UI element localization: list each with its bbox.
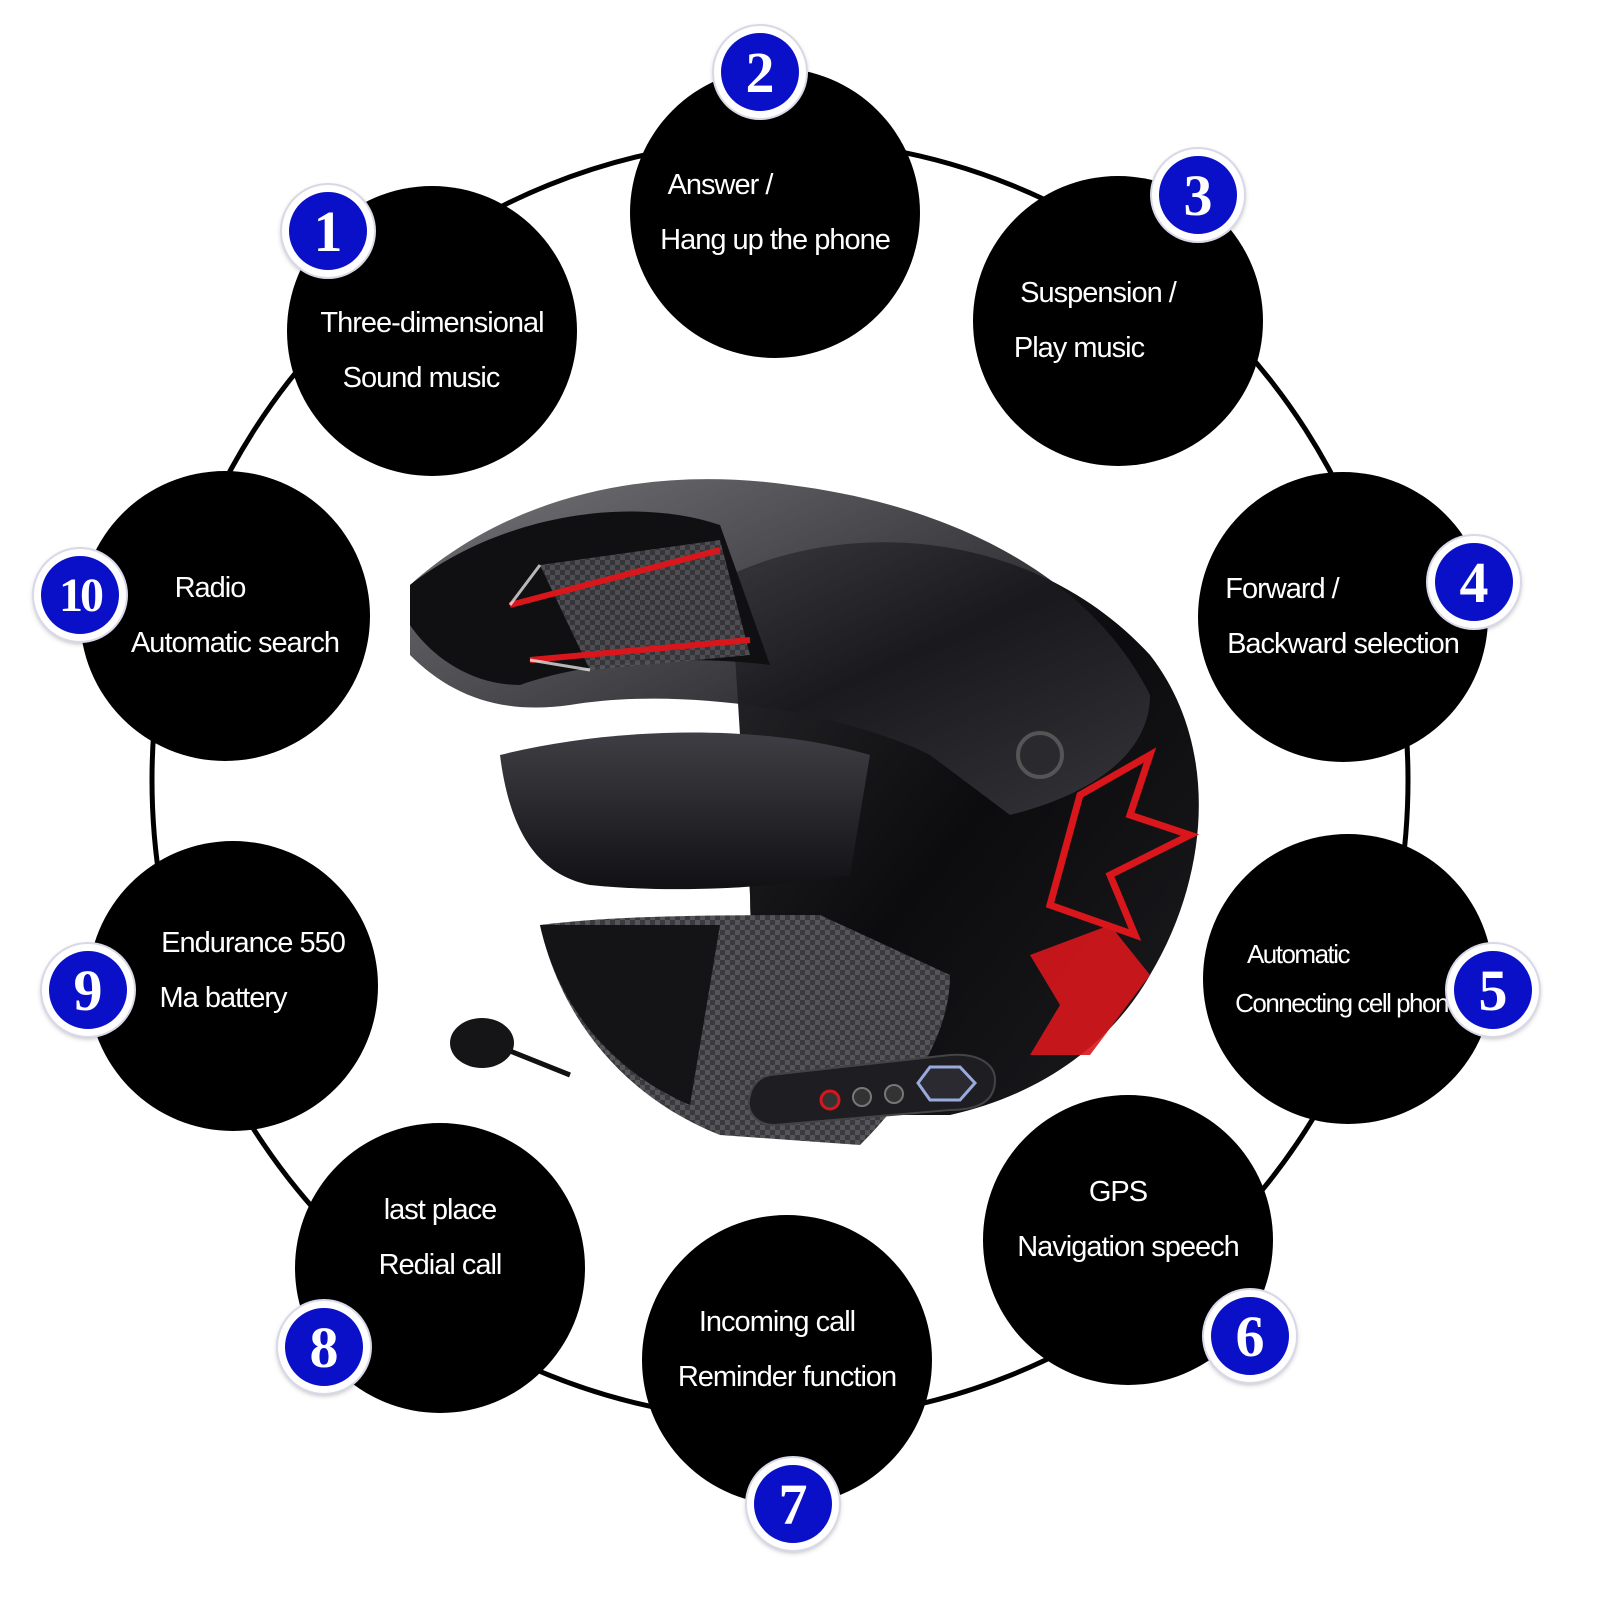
feature-disc: Forward / Backward selection (1198, 472, 1488, 762)
helmet-sun-visor (500, 732, 870, 890)
feature-line-2: Hang up the phone (660, 224, 891, 256)
feature-line-2: Reminder function (677, 1361, 897, 1393)
number-badge-5: 5 (1447, 944, 1539, 1036)
feature-line-1: GPS (1088, 1175, 1148, 1208)
feature-line-1: Suspension / (1020, 276, 1177, 309)
feature-line-1: Endurance 550 (161, 926, 346, 959)
feature-line-1: Forward / (1225, 572, 1339, 605)
feature-disc: Answer / Hang up the phone (630, 68, 920, 358)
feature-disc: Endurance 550 Ma battery (88, 841, 378, 1131)
number-badge-1: 1 (282, 185, 374, 277)
number-badge-9: 9 (42, 944, 134, 1036)
feature-10: Radio Automatic search (80, 471, 370, 761)
feature-5: Automatic Connecting cell phone (1203, 834, 1493, 1124)
feature-line-1: Automatic (1246, 938, 1351, 969)
number-badge-8: 8 (278, 1301, 370, 1393)
feature-line-1: Incoming call (698, 1305, 856, 1338)
helmet-red-graphic (1045, 747, 1200, 941)
helmet-visor-carbon (540, 540, 750, 670)
number-badge-2: 2 (714, 26, 806, 118)
feature-line-1: Answer / (667, 168, 774, 201)
feature-line-2: Ma battery (159, 982, 288, 1014)
helmet-chin-front (540, 925, 720, 1105)
number-badge-10: 10 (34, 549, 126, 641)
feature-disc: Radio Automatic search (80, 471, 370, 761)
feature-1: Three-dimensional Sound music (287, 186, 577, 476)
intercom-power-button (819, 1089, 841, 1111)
helmet-red-number (1030, 925, 1150, 1055)
intercom-plus-button (884, 1084, 904, 1104)
number-badge-4: 4 (1428, 536, 1520, 628)
helmet-visor-pivot (1016, 731, 1064, 779)
intercom-minus-button (852, 1087, 872, 1107)
feature-4: Forward / Backward selection (1198, 472, 1488, 762)
feature-line-2: Connecting cell phone (1235, 988, 1462, 1018)
feature-line-2: Backward selection (1227, 628, 1460, 660)
feature-disc: Three-dimensional Sound music (287, 186, 577, 476)
feature-line-1: Three-dimensional (320, 306, 544, 339)
intercom-main-button (916, 1065, 978, 1102)
feature-disc: Automatic Connecting cell phone (1203, 834, 1493, 1124)
feature-line-2: Play music (1013, 332, 1145, 364)
number-badge-7: 7 (747, 1458, 839, 1550)
feature-line-2: Sound music (342, 362, 501, 394)
number-badge-3: 3 (1152, 149, 1244, 241)
feature-line-2: Redial call (378, 1249, 503, 1281)
helmet-visor-white-stripe (508, 564, 591, 672)
helmet-image (410, 479, 1200, 1145)
feature-line-1: Radio (174, 571, 247, 604)
feature-9: Endurance 550 Ma battery (88, 841, 378, 1131)
feature-line-2: Navigation speech (1017, 1231, 1240, 1263)
headset-mic-foam (450, 1018, 514, 1068)
feature-line-1: last place (383, 1193, 498, 1226)
feature-disc: Incoming call Reminder function (642, 1215, 932, 1505)
feature-line-2: Automatic search (130, 627, 340, 659)
feature-7: Incoming call Reminder function (642, 1215, 932, 1505)
helmet-visor-red-stripe (509, 547, 751, 663)
number-badge-6: 6 (1204, 1290, 1296, 1382)
feature-2: Answer / Hang up the phone (630, 68, 920, 358)
